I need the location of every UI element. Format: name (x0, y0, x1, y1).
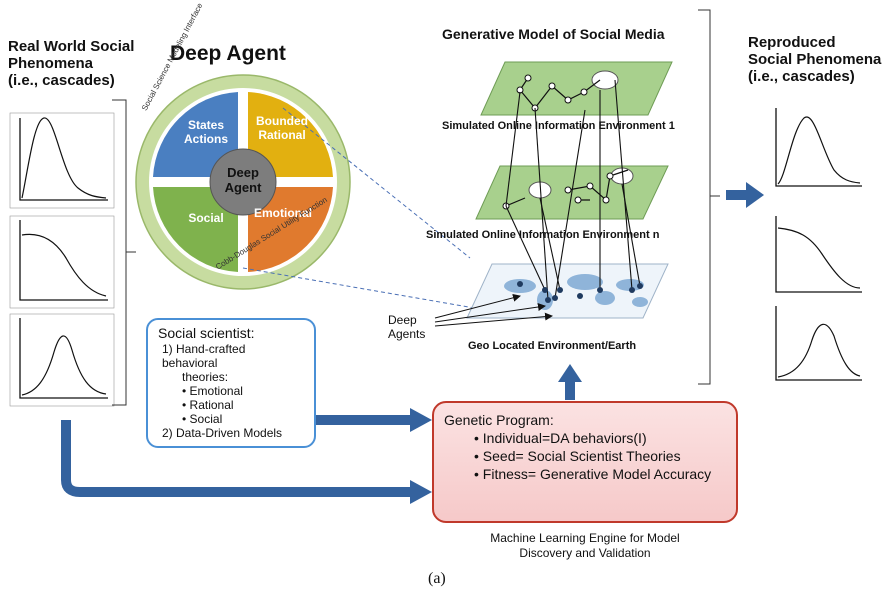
generative-bracket (698, 9, 720, 385)
scientist-item2: 2) Data-Driven Models (162, 426, 283, 440)
cloud-icon-1 (591, 70, 619, 90)
layer-env-1 (480, 61, 673, 116)
right-cascade-chart-1 (775, 108, 862, 187)
deep-agents-pointers (434, 293, 553, 327)
right-cascade-chart-3 (775, 306, 862, 381)
deep-agent-circle (135, 74, 351, 290)
real-world-title-line1: Real World Social (8, 38, 135, 55)
dashed-projection-top (282, 107, 471, 259)
figure-label: (a) (428, 570, 446, 587)
deep-agents-line1: Deep (388, 313, 417, 327)
social-scientist-box: Social scientist: 1) Hand-crafted behavi… (146, 318, 316, 448)
quadrant-states-line1: States (187, 118, 225, 132)
scientist-item1-line1: 1) Hand-crafted behavioral (162, 342, 246, 370)
core-line2: Agent (224, 180, 262, 195)
ml-caption-line2: Discovery and Validation (519, 546, 651, 560)
arrow-head-data (410, 480, 432, 504)
quadrant-emotional-label: Emotional (253, 206, 312, 220)
real-world-title: Real World Social Phenomena (i.e., casca… (8, 38, 134, 89)
output-arrow (726, 182, 764, 208)
genetic-item-1: • Individual=DA behaviors(I) (474, 430, 647, 446)
deep-agents-label: Deep Agents (388, 313, 425, 341)
scientist-sub-1: • Emotional (182, 384, 243, 398)
ml-engine-caption: Machine Learning Engine for Model Discov… (440, 531, 730, 561)
genetic-item-3: • Fitness= Generative Model Accuracy (474, 466, 712, 482)
layer-geo (466, 263, 669, 319)
deep-agent-title: Deep Agent (170, 42, 286, 65)
quadrant-bounded-line1: Bounded (256, 114, 308, 128)
genetic-item-3-text: Fitness= Generative Model Accuracy (482, 466, 712, 482)
world-map (504, 274, 648, 310)
scientist-sub-2-text: Rational (189, 398, 234, 412)
right-cascade-chart-2 (775, 216, 862, 293)
left-cascade-chart-1 (9, 112, 115, 209)
real-world-title-line3: (i.e., cascades) (8, 72, 115, 89)
quadrant-social-label: Social (188, 211, 224, 225)
genetic-item-1-text: Individual=DA behaviors(I) (482, 430, 647, 446)
arrow-head-scientist (410, 408, 432, 432)
env-1-label: Simulated Online Information Environment… (442, 120, 675, 132)
scientist-sub-3: • Social (182, 412, 223, 426)
reproduced-title: Reproduced Social Phenomena (i.e., casca… (748, 34, 881, 85)
deep-agents-line2: Agents (388, 327, 426, 341)
scientist-title: Social scientist: (158, 325, 255, 341)
genetic-program-box: Genetic Program: • Individual=DA behavio… (432, 401, 738, 523)
deep-agent-core (209, 148, 277, 216)
quadrant-emotional (248, 187, 333, 272)
layer-connectors (505, 79, 641, 301)
quadrant-states-actions (153, 92, 238, 177)
quadrant-bounded-line2: Rational (258, 128, 306, 142)
reproduced-title-line2: Social Phenomena (748, 51, 882, 68)
quadrant-bounded-label: Bounded Rational (250, 114, 314, 142)
ml-caption-line1: Machine Learning Engine for Model (490, 531, 680, 545)
geo-label: Geo Located Environment/Earth (468, 340, 637, 352)
deep-agent-core-label: Deep Agent (213, 165, 273, 195)
left-bracket (112, 99, 136, 406)
quadrant-states-label: States Actions (180, 118, 232, 146)
dashed-projection-bottom (242, 267, 487, 311)
left-cascade-chart-3 (9, 313, 115, 407)
reproduced-title-line3: (i.e., cascades) (748, 68, 855, 85)
reproduced-title-line1: Reproduced (748, 34, 836, 51)
scientist-sub-2: • Rational (182, 398, 234, 412)
genetic-item-2-text: Seed= Social Scientist Theories (482, 448, 681, 464)
core-line1: Deep (227, 165, 259, 180)
arrow-head-up (558, 364, 582, 382)
genetic-title: Genetic Program: (444, 412, 554, 428)
left-cascade-chart-2 (9, 215, 115, 309)
genetic-item-2: • Seed= Social Scientist Theories (474, 448, 681, 464)
real-world-title-line2: Phenomena (8, 55, 94, 72)
scientist-sub-3-text: Social (189, 412, 223, 426)
quadrant-social (153, 187, 238, 272)
quadrant-states-line2: Actions (183, 132, 228, 146)
env-n-label: Simulated Online Information Environment… (426, 229, 660, 241)
agent-markers (517, 281, 643, 303)
generative-title: Generative Model of Social Media (442, 26, 665, 42)
scientist-item1-line2: theories: (182, 370, 229, 384)
scientist-sub-1-text: Emotional (189, 384, 243, 398)
quadrant-bounded-rational (248, 92, 333, 177)
